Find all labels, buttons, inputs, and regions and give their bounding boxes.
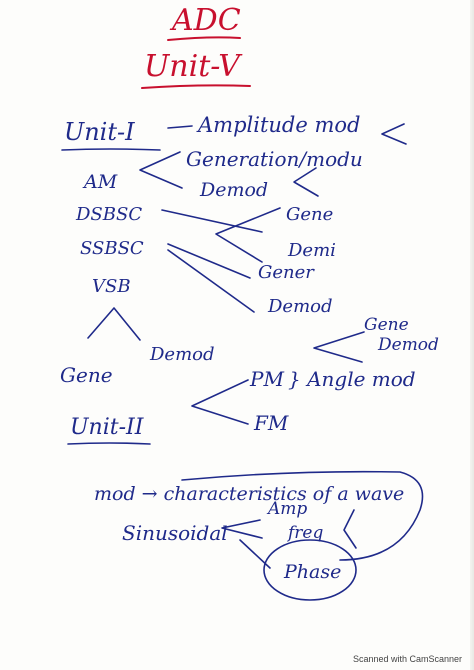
vsb-caret [87, 307, 141, 341]
scanner-watermark: Scanned with CamScanner [352, 654, 462, 664]
unit2-heading: Unit-II [70, 415, 145, 440]
unit2-demod: Demod [377, 335, 439, 355]
mod-line: mod → characteristics of a wave [94, 483, 404, 505]
arrow-left-top [381, 123, 407, 145]
dash-mark [167, 125, 193, 129]
unit2-top-bracket [313, 331, 365, 363]
header-unit: Unit-V [144, 49, 243, 84]
dsbsc-line-a [161, 209, 263, 233]
unit1-underline [61, 148, 161, 151]
page-edge-shadow [470, 0, 474, 670]
type-am: AM [82, 171, 118, 193]
unit2-pm: PM [249, 367, 284, 391]
ssbsc-gener: Gener [258, 262, 315, 283]
header-unit-underline [141, 84, 251, 89]
dsbsc-demi: Demi [287, 240, 336, 261]
dsbsc-gene: Gene [286, 204, 333, 225]
unit2-underline [67, 442, 151, 445]
phase-circle [263, 539, 357, 601]
phase-label: Phase [283, 561, 341, 583]
unit1-branch: Generation/modu [186, 147, 363, 171]
type-ssbsc: SSBSC [80, 238, 144, 259]
unit2-fm: FM [253, 411, 289, 435]
unit2-pmfm-bracket [191, 379, 249, 425]
ssbsc-demod: Demod [267, 296, 333, 317]
arrow-left-mid [293, 167, 319, 197]
ssbsc-line [167, 243, 251, 279]
am-bracket [139, 151, 183, 189]
header-underline [167, 36, 241, 41]
type-vsb: VSB [92, 276, 131, 297]
curved-arrow-right [181, 470, 424, 561]
unit1-topic: Amplitude mod [196, 113, 360, 137]
unit2-angle: } Angle mod [288, 367, 416, 391]
vsb-demod: Demod [149, 344, 215, 365]
vsb-gene: Gene [60, 363, 113, 387]
sinusoidal-arrow [221, 519, 263, 539]
dsbsc-bracket [215, 207, 281, 263]
unit2-gene: Gene [364, 315, 409, 335]
am-demod: Demod [199, 179, 268, 201]
sinusoidal-label: Sinusoidal [122, 521, 228, 545]
unit1-heading: Unit-I [64, 118, 135, 146]
freq-label: freq [286, 523, 323, 543]
type-dsbsc: DSBSC [75, 204, 142, 225]
header-title: ADC [169, 3, 241, 38]
amp-freq-arrow [343, 509, 357, 549]
ssbsc-line-b [167, 249, 255, 313]
amp-label: Amp [266, 499, 307, 519]
